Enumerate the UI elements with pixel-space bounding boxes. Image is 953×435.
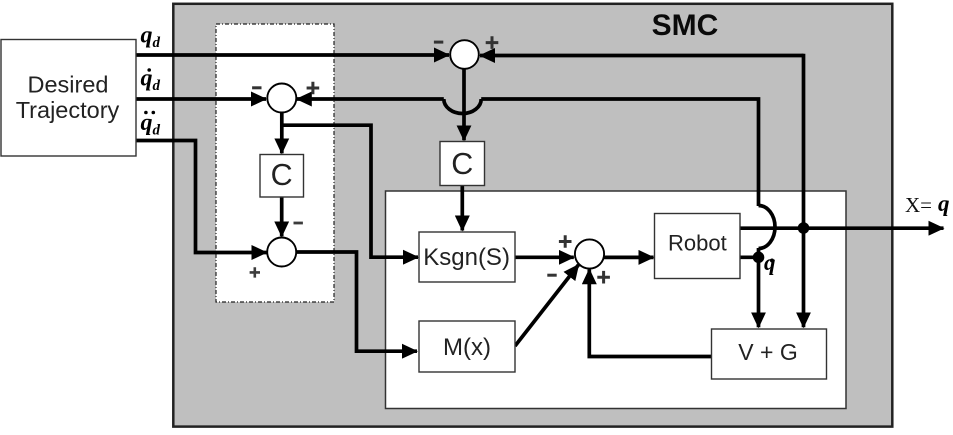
svg-text:C: C [271,158,293,192]
svg-text:Desired: Desired [28,72,109,98]
svg-text:V + G: V + G [738,339,797,365]
svg-text:Robot: Robot [668,231,727,256]
svg-text:SMC: SMC [652,9,719,42]
svg-text:Trajectory: Trajectory [16,97,120,123]
svg-text:C: C [451,147,473,181]
svg-text:M(x): M(x) [443,334,491,361]
svg-text:X=: X= [905,193,932,217]
svg-text:q: q [938,191,950,216]
svg-text:q: q [764,250,776,275]
svg-text:Ksgn(S): Ksgn(S) [423,244,510,271]
